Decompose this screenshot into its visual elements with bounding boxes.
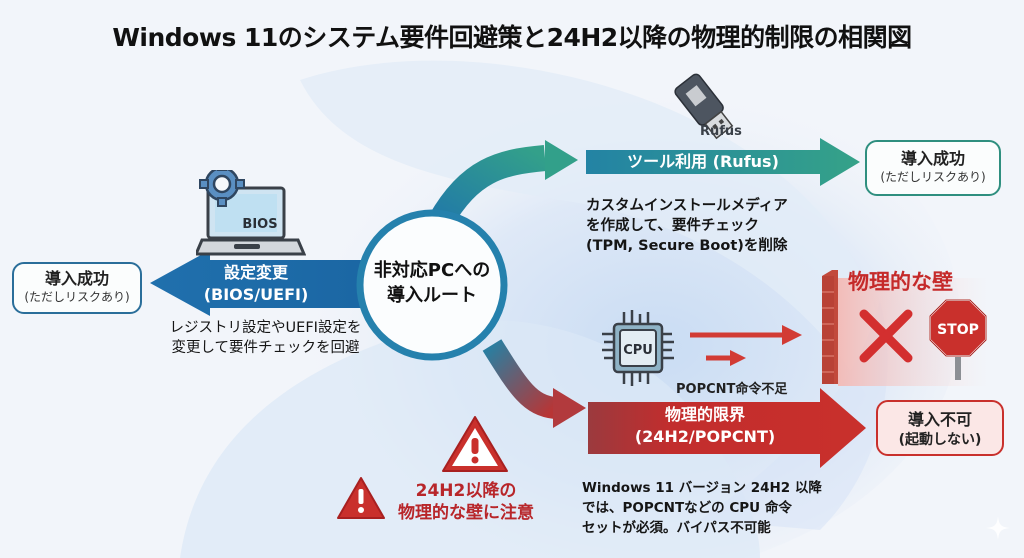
- warning-triangle-large-icon: [442, 416, 508, 472]
- stop-sign-icon: STOP: [929, 299, 987, 380]
- top-desc-line-2: を作成して、要件チェック: [586, 218, 759, 234]
- top-outcome-main: 導入成功: [900, 149, 965, 168]
- left-desc-line-2: 変更して要件チェックを回避: [171, 340, 360, 356]
- cpu-caption: POPCNT命令不足: [676, 382, 788, 397]
- bios-laptop-icon: BIOS: [196, 170, 306, 256]
- warning-line-2: 物理的な壁に注意: [398, 503, 534, 523]
- top-desc-line-3: (TPM, Secure Boot)を削除: [586, 238, 788, 254]
- cpu-red-arrows: [690, 325, 802, 366]
- left-route-label-2: (BIOS/UEFI): [203, 285, 309, 304]
- bottom-outcome-sub: (起動しない): [898, 432, 982, 448]
- bottom-route-label-2: (24H2/POPCNT): [634, 427, 776, 446]
- bottom-desc-line-3: セットが必須。バイパス不可能: [582, 520, 771, 536]
- left-outcome-main: 導入成功: [44, 269, 109, 288]
- top-route-label: ツール利用 (Rufus): [627, 152, 779, 171]
- left-outcome-box: 導入成功 (ただしリスクあり): [12, 262, 142, 314]
- wall-title: 物理的な壁: [848, 270, 953, 294]
- warning-line-1: 24H2以降の: [415, 481, 517, 501]
- sparkle-icon: [986, 516, 1010, 540]
- bios-icon-text: BIOS: [242, 217, 277, 232]
- usb-drive-icon: [674, 73, 734, 140]
- page-title: Windows 11のシステム要件回避策と24H2以降の物理的制限の相関図: [112, 23, 912, 52]
- warning-triangle-small-icon: [337, 477, 385, 519]
- top-desc-line-1: カスタムインストールメディア: [586, 198, 788, 214]
- bottom-route-description: Windows 11 バージョン 24H2 以降 では、POPCNTなどの CP…: [582, 478, 862, 538]
- top-route-connector: [428, 140, 578, 229]
- left-route-label-1: 設定変更: [223, 263, 288, 282]
- bottom-outcome-main: 導入不可: [907, 410, 972, 429]
- center-line-1: 非対応PCへの: [373, 260, 491, 281]
- bottom-outcome-box: 導入不可 (起動しない): [876, 400, 1004, 456]
- left-route-description: レジストリ設定やUEFI設定を 変更して要件チェックを回避: [158, 318, 373, 358]
- cpu-chip-icon: CPU: [602, 310, 674, 386]
- bottom-desc-line-1: Windows 11 バージョン 24H2 以降: [582, 480, 822, 496]
- center-line-2: 導入ルート: [387, 285, 477, 306]
- left-desc-line-1: レジストリ設定やUEFI設定を: [169, 320, 362, 336]
- bottom-route-connector: [482, 339, 586, 428]
- warning-message: 24H2以降の 物理的な壁に注意: [386, 480, 546, 524]
- top-route-arrow: [586, 138, 860, 186]
- bottom-route-arrow: [588, 388, 866, 468]
- stop-sign-text: STOP: [937, 322, 979, 338]
- center-hub-label: 非対応PCへの 導入ルート: [360, 258, 504, 308]
- top-outcome-sub: (ただしリスクあり): [880, 170, 986, 184]
- bottom-route-label: 物理的限界 (24H2/POPCNT): [600, 404, 810, 448]
- left-outcome-sub: (ただしリスクあり): [24, 290, 130, 304]
- cpu-chip-text: CPU: [623, 343, 653, 358]
- top-outcome-box: 導入成功 (ただしリスクあり): [865, 140, 1001, 196]
- usb-icon-label: Rufus: [700, 124, 742, 139]
- left-route-label: 設定変更 (BIOS/UEFI): [196, 262, 316, 306]
- center-hub: [356, 209, 508, 361]
- bottom-route-label-1: 物理的限界: [664, 405, 745, 424]
- bottom-desc-line-2: では、POPCNTなどの CPU 命令: [582, 500, 792, 516]
- left-route-arrow: [150, 250, 400, 316]
- top-route-description: カスタムインストールメディア を作成して、要件チェック (TPM, Secure…: [586, 196, 836, 256]
- red-x-icon: [859, 309, 913, 363]
